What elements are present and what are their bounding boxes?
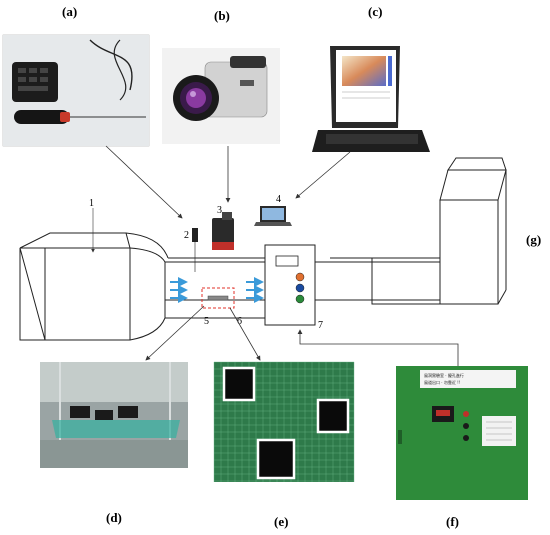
sign-line-2: 風道出口 · 勿靠近 !! [424,379,460,385]
probe-device [192,228,198,272]
arrow-a [105,145,183,219]
num-7: 7 [318,320,323,331]
label-e: (e) [274,514,288,529]
num-4: 4 [276,194,281,205]
arrow-c [295,151,351,199]
num-5: 5 [204,316,209,327]
arrow-e [229,307,261,361]
label-c: (c) [368,4,382,19]
cable [89,39,133,91]
thermal-camera-icon [173,56,268,121]
sign-line-1: 風洞實驗室 · 擾孔進行 [424,372,464,378]
button-icon [463,411,469,417]
heater-pad [256,438,296,480]
photo-d-test-section [40,362,188,468]
num-3: 3 [217,205,222,216]
heater-pad [222,366,256,402]
num-1: 1 [89,198,94,209]
arrow-d [145,305,205,361]
laptop-icon [254,206,292,226]
photo-f-control-panel: 風洞實驗室 · 擾孔進行 風道出口 · 勿靠近 !! [396,366,528,500]
thermal-image-on-screen [342,56,386,86]
photo-c-laptop [312,46,430,152]
heater-pad [316,398,350,434]
camera-small-icon [212,212,234,250]
knob-icon [295,272,305,282]
photo-a-handheld-meter [2,34,150,147]
arrow-f [297,329,459,366]
specimen-plate [207,295,229,301]
control-box-panel [275,255,305,304]
photo-b-thermal-camera [162,48,280,144]
knob-icon [295,283,305,293]
test-zone [201,287,235,309]
label-b: (b) [214,8,230,23]
knob-icon [295,294,305,304]
airflow-arrows [170,277,264,303]
sensor-probe-icon [14,110,146,124]
num-2: 2 [184,230,189,241]
label-f: (f) [446,514,459,529]
label-d: (d) [106,510,122,525]
photo-e-specimen-plate [213,361,355,482]
label-g: (g) [526,232,541,247]
handheld-meter-icon [12,62,58,102]
num-6: 6 [237,316,242,327]
label-a: (a) [62,4,77,19]
